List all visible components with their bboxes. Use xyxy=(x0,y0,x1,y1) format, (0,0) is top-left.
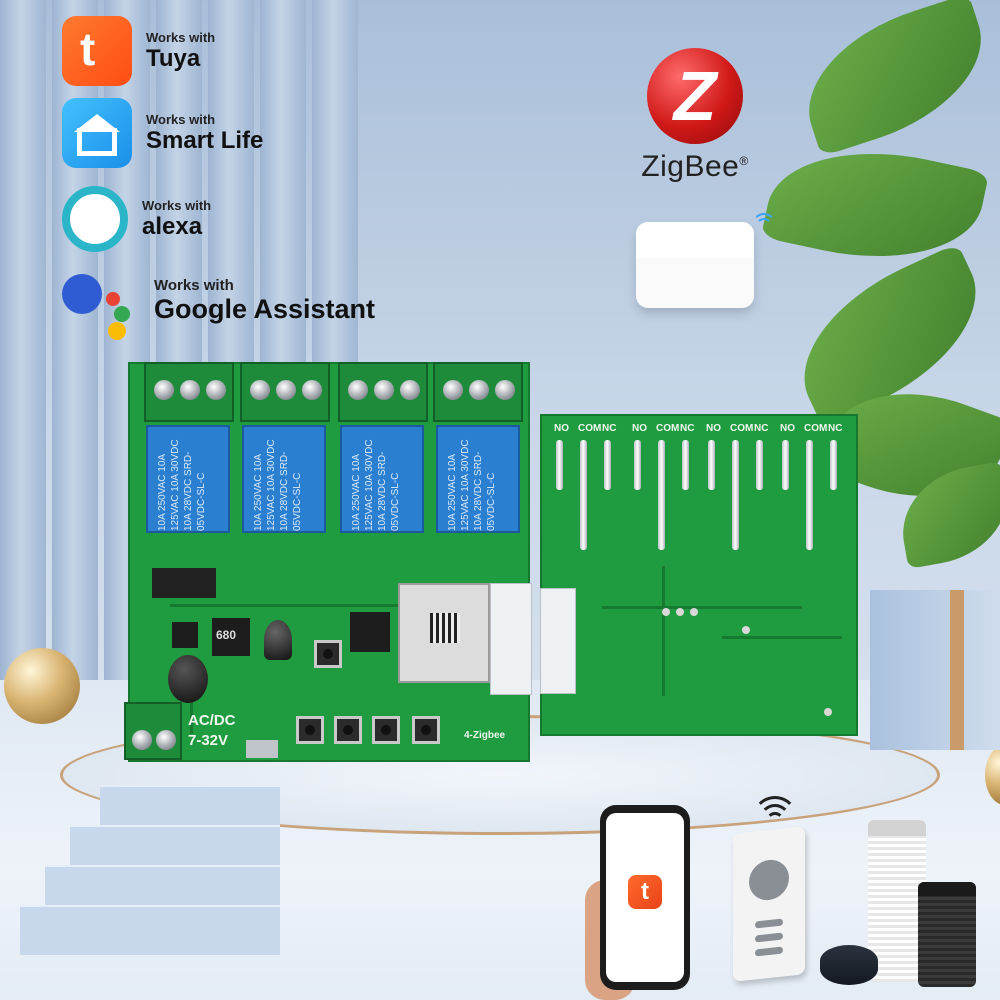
relay-terminal-block xyxy=(144,362,234,422)
solder-pin xyxy=(782,440,789,490)
hub-wifi-icon xyxy=(752,210,776,230)
terminal-label-no: NO xyxy=(554,423,569,434)
ic-chip xyxy=(172,622,198,648)
tuya-logo-icon: t xyxy=(62,16,132,86)
badge-small-text: Works with xyxy=(154,277,234,294)
zigbee-hub xyxy=(636,222,754,308)
gold-ball xyxy=(985,745,1000,805)
zigbee-module xyxy=(398,583,490,683)
solder-pin xyxy=(580,440,587,550)
smart-speaker-dot xyxy=(820,945,878,985)
badge-smart-life: Works with Smart Life xyxy=(62,98,263,168)
pcb-pushbutton xyxy=(296,716,324,744)
relay: 10A 250VAC 10A 125VAC 10A 30VDC 10A 28VD… xyxy=(340,425,424,533)
solder-pin xyxy=(806,440,813,550)
relay: 10A 250VAC 10A 125VAC 10A 30VDC 10A 28VD… xyxy=(146,425,230,533)
smart-speaker-black xyxy=(918,882,976,987)
smart-life-house-icon xyxy=(62,98,132,168)
solder-pin xyxy=(682,440,689,490)
badge-big-text: Google Assistant xyxy=(154,294,376,324)
pcb-pushbutton xyxy=(334,716,362,744)
terminal-label-no: NO xyxy=(780,423,795,434)
back-module-antenna xyxy=(540,588,576,694)
zigbee-word: ZigBee xyxy=(641,150,740,183)
wall-panel xyxy=(0,0,46,700)
zigbee-reg: ® xyxy=(739,154,749,168)
solder-pin xyxy=(634,440,641,490)
solder-pin xyxy=(708,440,715,490)
terminal-label-com: COM xyxy=(578,423,602,434)
badge-small-text: Works with xyxy=(146,111,216,127)
inductor: 680 xyxy=(212,618,250,656)
gift-box xyxy=(870,590,1000,750)
badge-big-text: Tuya xyxy=(146,44,201,72)
relay-rating-text: 10A 250VAC 10A 125VAC 10A 30VDC 10A 28VD… xyxy=(253,439,303,531)
solder-pin xyxy=(604,440,611,490)
relay-rating-text: 10A 250VAC 10A 125VAC 10A 30VDC 10A 28VD… xyxy=(447,439,497,531)
badge-small-text: Works with xyxy=(142,197,212,213)
solder-pin xyxy=(756,440,763,490)
usb-port xyxy=(246,740,278,758)
relay-terminal-block xyxy=(433,362,523,422)
capacitor xyxy=(168,655,208,703)
zigbee-z-icon: Z xyxy=(647,48,743,144)
power-terminal xyxy=(124,702,182,760)
smart-speaker-white xyxy=(868,820,926,982)
badge-tuya: t Works with Tuya xyxy=(62,16,215,86)
badge-small-text: Works with xyxy=(146,29,216,45)
gold-ball xyxy=(4,648,80,724)
module-antenna xyxy=(490,583,532,695)
solder-pin xyxy=(658,440,665,550)
relay: 10A 250VAC 10A 125VAC 10A 30VDC 10A 28VD… xyxy=(436,425,520,533)
terminal-label-nc: NC xyxy=(828,423,843,434)
terminal-label-no: NO xyxy=(632,423,647,434)
relay: 10A 250VAC 10A 125VAC 10A 30VDC 10A 28VD… xyxy=(242,425,326,533)
relay-rating-text: 10A 250VAC 10A 125VAC 10A 30VDC 10A 28VD… xyxy=(351,439,401,531)
inductor-label: 680 xyxy=(216,628,237,642)
solder-pin xyxy=(732,440,739,550)
terminal-label-com: COM xyxy=(730,423,754,434)
pcb-pushbutton xyxy=(314,640,342,668)
rf-remote xyxy=(733,826,805,982)
relay-rating-text: 10A 250VAC 10A 125VAC 10A 30VDC 10A 28VD… xyxy=(157,439,207,531)
badge-alexa: Works with alexa xyxy=(62,186,211,252)
zigbee-logo: Z ZigBee® xyxy=(630,48,760,184)
mcu-chip xyxy=(350,612,390,652)
solder-pin xyxy=(830,440,837,490)
smartphone: t xyxy=(600,805,690,990)
terminal-label-com: COM xyxy=(804,423,828,434)
capacitor xyxy=(264,620,292,660)
model-label: 4-Zigbee xyxy=(464,730,506,741)
app-letter: t xyxy=(641,878,649,905)
badge-google-assistant: Works with Google Assistant xyxy=(62,266,376,340)
terminal-label-nc: NC xyxy=(602,423,617,434)
terminal-label-nc: NC xyxy=(680,423,695,434)
pcb-pushbutton xyxy=(372,716,400,744)
remote-wifi-icon xyxy=(752,796,798,824)
terminal-label-no: NO xyxy=(706,423,721,434)
alexa-ring-icon xyxy=(62,186,128,252)
badge-big-text: alexa xyxy=(142,212,203,240)
google-assistant-dots-icon xyxy=(62,266,132,340)
relay-terminal-block xyxy=(338,362,428,422)
power-label-2: 7-32V xyxy=(188,732,229,749)
badge-big-text: Smart Life xyxy=(146,126,264,154)
terminal-label-nc: NC xyxy=(754,423,769,434)
terminal-label-com: COM xyxy=(656,423,680,434)
tuya-app-icon: t xyxy=(628,875,662,909)
power-label-1: AC/DC xyxy=(188,712,236,729)
relay-board-back xyxy=(540,414,858,736)
pcb-pushbutton xyxy=(412,716,440,744)
zigbee-letter: Z xyxy=(673,57,717,135)
solder-pin xyxy=(556,440,563,490)
relay-terminal-block xyxy=(240,362,330,422)
qr-code-icon xyxy=(430,613,460,643)
rf-coil xyxy=(152,568,216,598)
